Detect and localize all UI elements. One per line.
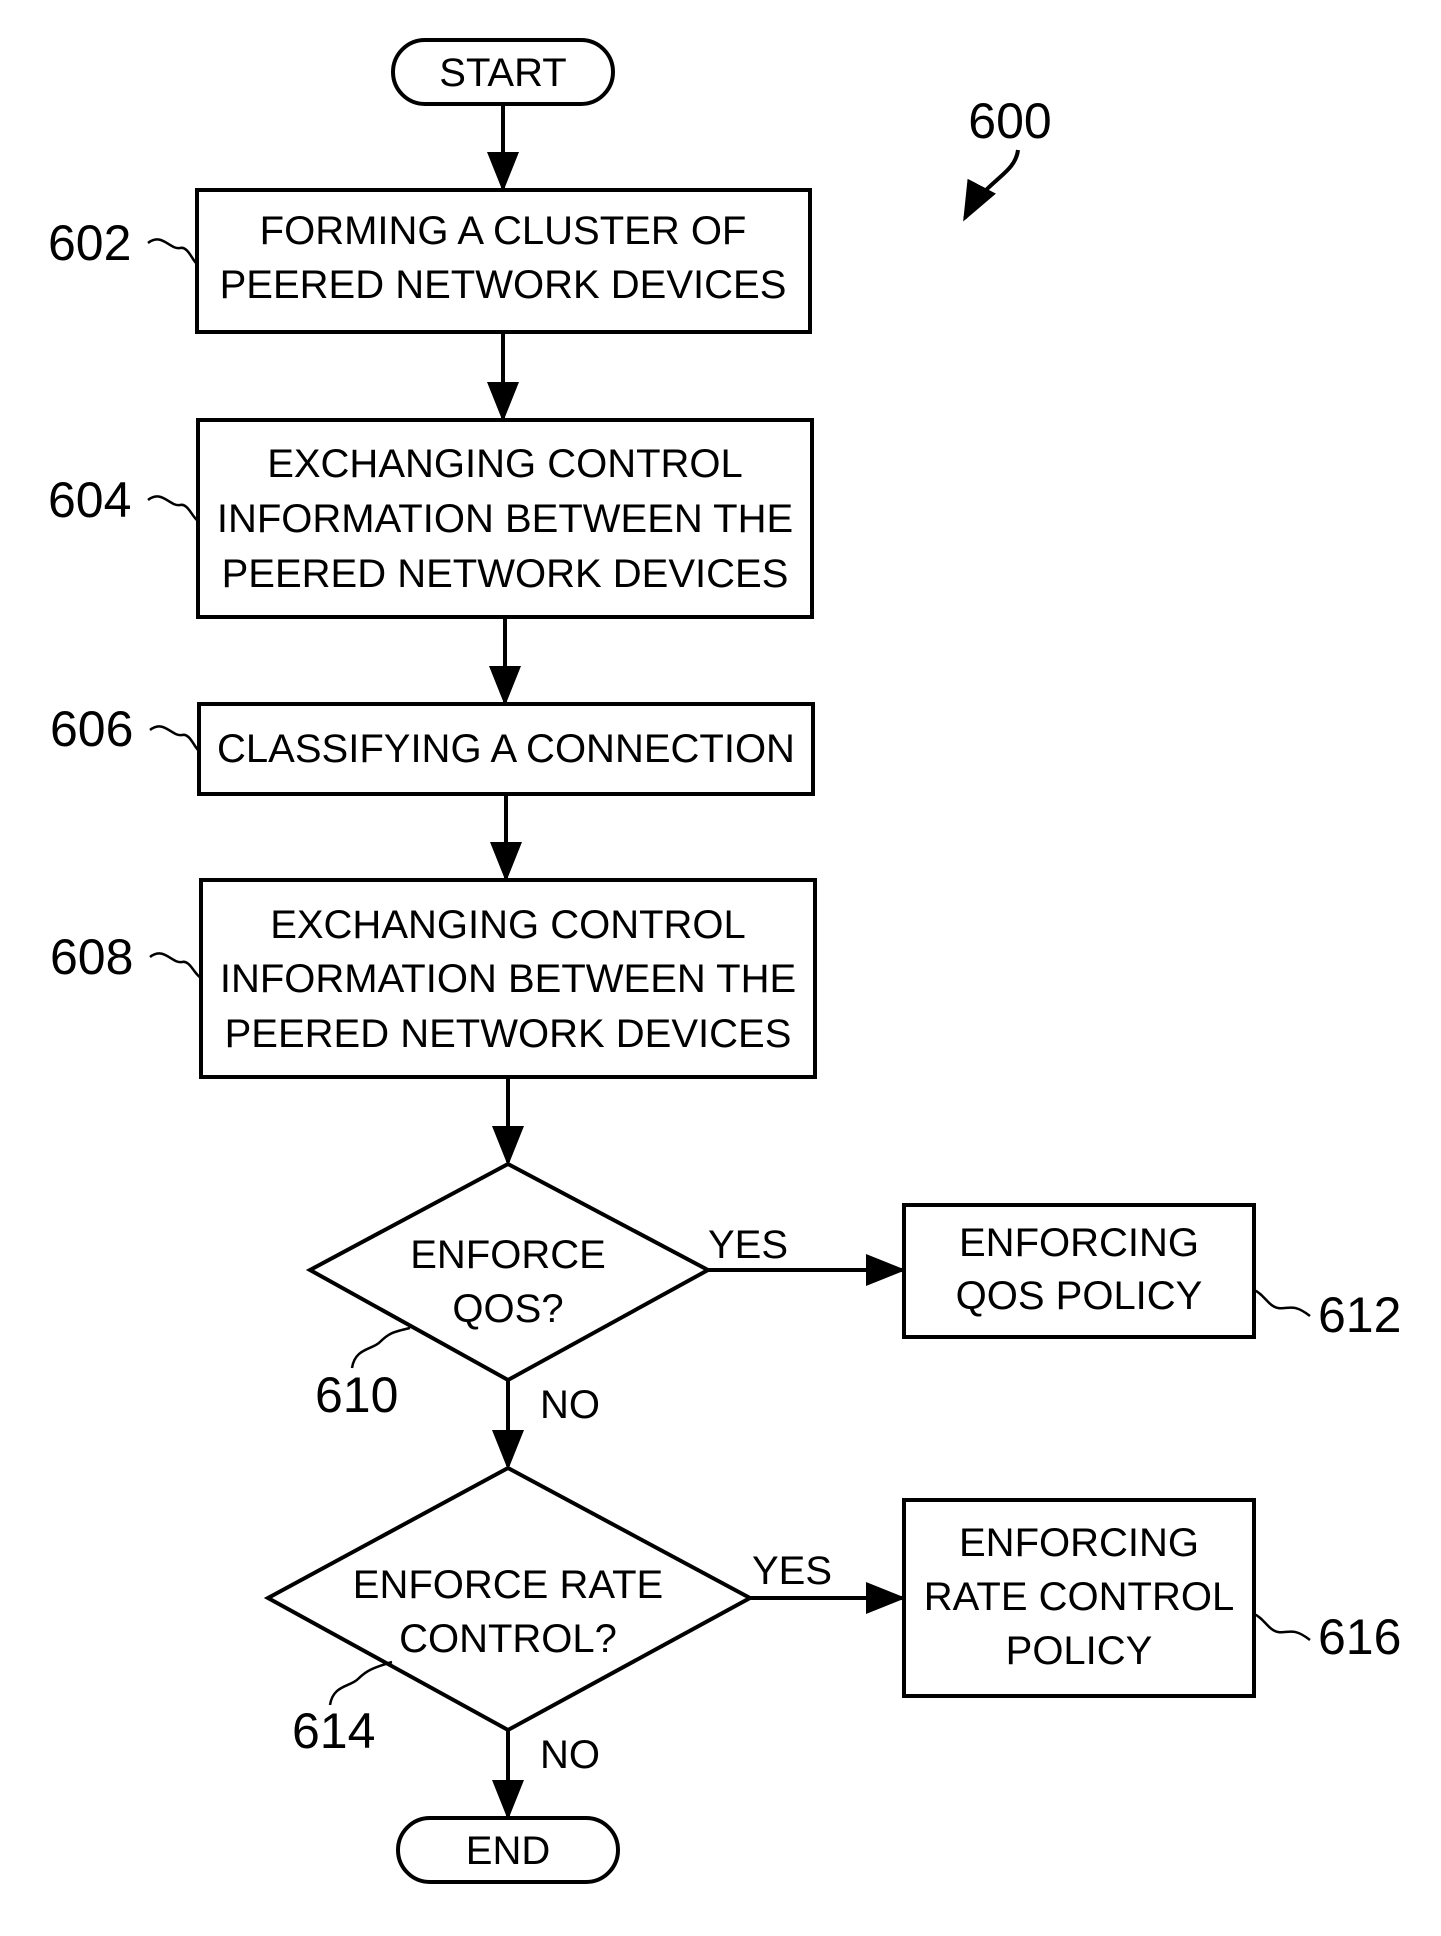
ref-label-614: 614 <box>292 1703 375 1759</box>
box-612-line-2: QOS POLICY <box>956 1274 1203 1318</box>
box-602-line-2: PEERED NETWORK DEVICES <box>220 263 787 307</box>
process-box-606: CLASSIFYING A CONNECTION <box>199 704 813 794</box>
box-602-line-1: FORMING A CLUSTER OF <box>260 209 747 253</box>
figure-number-arrow <box>965 150 1018 218</box>
decision-diamond-614: ENFORCE RATE CONTROL? <box>268 1468 750 1730</box>
ref-label-610: 610 <box>315 1367 398 1423</box>
leader-604 <box>148 496 198 521</box>
process-box-616: ENFORCING RATE CONTROL POLICY <box>904 1500 1254 1696</box>
ref-label-616: 616 <box>1318 1609 1401 1665</box>
box-604-line-3: PEERED NETWORK DEVICES <box>222 552 789 596</box>
box-612-line-1: ENFORCING <box>959 1221 1199 1265</box>
ref-label-604: 604 <box>48 472 131 528</box>
ref-label-602: 602 <box>48 215 131 271</box>
branch-label-610-no: NO <box>540 1383 600 1427</box>
box-608-line-3: PEERED NETWORK DEVICES <box>225 1012 792 1056</box>
box-616-line-3: POLICY <box>1006 1629 1153 1673</box>
start-terminal: START <box>393 40 613 104</box>
branch-label-614-yes: YES <box>752 1549 832 1593</box>
process-box-604: EXCHANGING CONTROL INFORMATION BETWEEN T… <box>198 420 812 617</box>
decision-614-line-1: ENFORCE RATE <box>353 1563 663 1607</box>
figure-number: 600 <box>968 93 1051 149</box>
decision-614-line-2: CONTROL? <box>399 1617 617 1661</box>
start-label: START <box>439 51 566 95</box>
leader-610 <box>352 1328 410 1368</box>
branch-label-614-no: NO <box>540 1733 600 1777</box>
leader-602 <box>148 239 197 264</box>
process-box-602: FORMING A CLUSTER OF PEERED NETWORK DEVI… <box>197 190 810 332</box>
leader-616 <box>1254 1614 1310 1640</box>
process-box-612: ENFORCING QOS POLICY <box>904 1205 1254 1337</box>
ref-label-606: 606 <box>50 701 133 757</box>
branch-label-610-yes: YES <box>708 1223 788 1267</box>
ref-label-608: 608 <box>50 929 133 985</box>
process-box-608: EXCHANGING CONTROL INFORMATION BETWEEN T… <box>201 880 815 1077</box>
box-604-line-2: INFORMATION BETWEEN THE <box>217 497 793 541</box>
leader-608 <box>150 953 201 978</box>
end-terminal: END <box>398 1818 618 1882</box>
leader-612 <box>1254 1290 1310 1316</box>
end-label: END <box>466 1829 550 1873</box>
box-616-line-1: ENFORCING <box>959 1521 1199 1565</box>
leader-614 <box>330 1662 392 1705</box>
leader-606 <box>150 726 199 751</box>
box-616-line-2: RATE CONTROL <box>924 1575 1234 1619</box>
box-606-line-1: CLASSIFYING A CONNECTION <box>217 727 795 771</box>
box-608-line-2: INFORMATION BETWEEN THE <box>220 957 796 1001</box>
decision-610-line-1: ENFORCE <box>410 1233 606 1277</box>
box-608-line-1: EXCHANGING CONTROL <box>270 903 746 947</box>
box-604-line-1: EXCHANGING CONTROL <box>267 442 743 486</box>
decision-610-line-2: QOS? <box>452 1287 563 1331</box>
ref-label-612: 612 <box>1318 1287 1401 1343</box>
